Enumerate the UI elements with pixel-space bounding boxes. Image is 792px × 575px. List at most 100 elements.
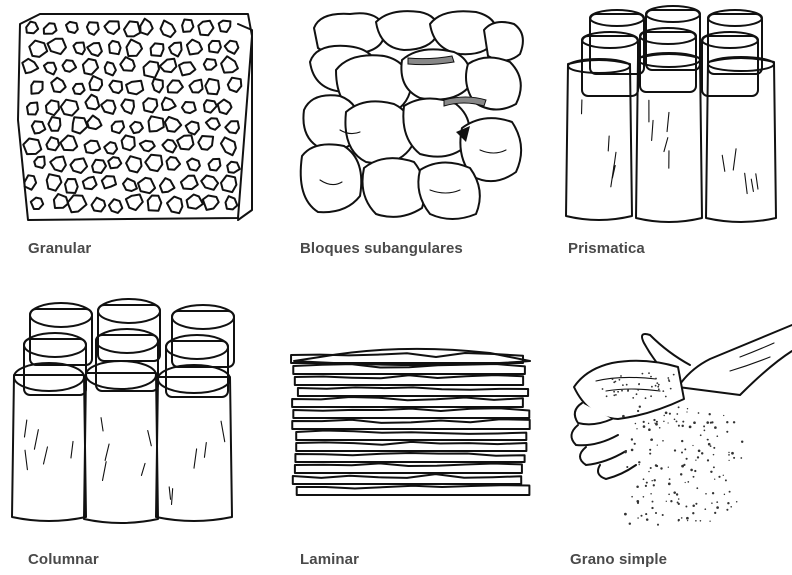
soil-grain: [678, 520, 680, 522]
laminar-plate: [295, 375, 523, 385]
laminar-plate: [297, 485, 530, 495]
soil-grain: [637, 502, 639, 504]
soil-grain: [657, 524, 659, 526]
soil-grain: [728, 460, 729, 461]
aggregate-grain: [186, 122, 199, 135]
aggregate-grain: [104, 21, 119, 34]
aggregate-grain: [70, 158, 87, 173]
aggregate-grain: [167, 157, 181, 170]
aggregate-grain: [51, 78, 65, 92]
soil-grain: [708, 443, 711, 446]
soil-grain: [631, 438, 633, 440]
soil-grain: [686, 517, 689, 520]
aggregate-grain: [48, 39, 67, 54]
soil-grain: [660, 467, 662, 469]
soil-grain: [723, 475, 724, 476]
soil-grain: [712, 492, 714, 494]
aggregate-grain: [120, 57, 135, 71]
aggregate-grain: [148, 196, 162, 211]
aggregate-grain: [206, 118, 220, 130]
laminar-plate: [295, 463, 522, 473]
soil-grain: [710, 471, 712, 473]
soil-grain: [676, 493, 678, 495]
aggregate-grain: [162, 98, 176, 110]
laminar-plate: [293, 408, 529, 418]
soil-grain: [681, 425, 683, 427]
soil-grain: [726, 509, 728, 511]
soil-grain: [686, 411, 687, 412]
aggregate-grain: [165, 117, 181, 132]
soil-grain: [700, 520, 702, 522]
soil-grain: [696, 487, 698, 489]
aggregate-grain: [102, 176, 116, 188]
subangular-blocks-illustration: [280, 0, 540, 230]
soil-grain: [651, 507, 653, 509]
aggregate-grain: [72, 117, 87, 133]
aggregate-grain: [130, 122, 143, 133]
aggregate-grain: [24, 175, 36, 189]
prism-column: [706, 58, 776, 222]
aggregate-grain: [209, 41, 221, 53]
soil-grain: [649, 449, 651, 451]
soil-grain: [631, 496, 633, 498]
soil-grain: [634, 443, 636, 445]
soil-grain: [648, 423, 649, 424]
aggregate-grain: [65, 179, 78, 193]
soil-grain: [689, 426, 692, 429]
soil-grain: [656, 465, 658, 467]
soil-grain: [636, 428, 637, 429]
label-subangular-blocks: Bloques subangulares: [300, 240, 463, 257]
aggregate-grain: [85, 141, 101, 154]
prismatic-illustration: [560, 0, 792, 230]
soil-grain: [698, 412, 700, 414]
structure-granular: Granular: [0, 0, 260, 280]
structure-subangular-blocks: Bloques subangulares: [280, 0, 540, 280]
soil-grain: [653, 479, 655, 481]
label-laminar: Laminar: [300, 551, 359, 568]
soil-grain: [726, 421, 728, 423]
soil-grain: [668, 422, 669, 423]
aggregate-grain: [124, 21, 140, 36]
soil-grain: [713, 454, 715, 456]
label-single-grain: Grano simple: [570, 551, 667, 568]
aggregate-grain: [177, 135, 193, 149]
soil-grain: [676, 420, 678, 422]
aggregate-grain: [92, 160, 106, 173]
soil-grain: [640, 515, 642, 517]
aggregate-grain: [44, 63, 56, 75]
aggregate-grain: [221, 176, 236, 193]
aggregate-grain: [46, 100, 59, 115]
aggregate-grain: [68, 195, 87, 212]
aggregate-grain: [151, 43, 164, 56]
soil-grain: [662, 514, 664, 516]
laminar-plate: [291, 353, 523, 363]
aggregate-grain: [60, 136, 77, 151]
label-columnar: Columnar: [28, 551, 99, 568]
aggregate-grain: [87, 22, 99, 35]
aggregate-grain: [29, 41, 47, 57]
aggregate-grain: [87, 116, 101, 130]
aggregate-grain: [179, 62, 195, 75]
aggregate-grain: [104, 142, 117, 154]
soil-grain: [718, 476, 720, 478]
aggregate-grain: [83, 177, 97, 189]
aggregate-grain: [182, 20, 193, 32]
aggregate-grain: [109, 41, 121, 54]
aggregate-grain: [225, 41, 239, 54]
laminar-plate: [293, 474, 521, 484]
soil-grain: [726, 431, 728, 433]
soil-grain: [650, 493, 652, 495]
soil-grain: [678, 425, 680, 427]
aggregate-grain: [27, 103, 38, 115]
aggregate-grain: [181, 176, 198, 190]
soil-grain: [648, 428, 651, 431]
aggregate-grain: [85, 95, 99, 110]
aggregate-grain: [26, 22, 38, 34]
soil-grain: [684, 448, 686, 450]
aggregate-grain: [160, 178, 175, 192]
soil-grain: [649, 453, 651, 455]
soil-grain: [711, 502, 713, 504]
aggregate-grain: [168, 80, 183, 92]
aggregate-grain: [108, 157, 121, 168]
aggregate-grain: [144, 61, 160, 77]
